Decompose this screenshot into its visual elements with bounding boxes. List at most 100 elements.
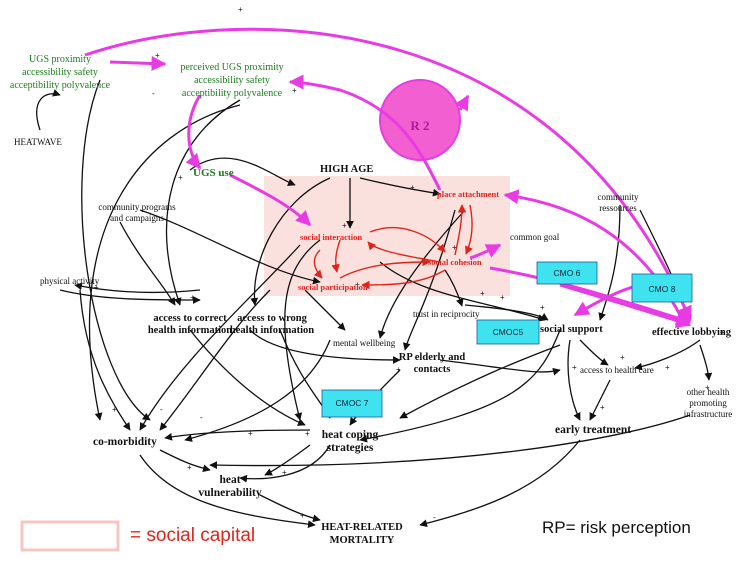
svg-text:+: + [620,353,625,362]
cmo5-box: CMOC5 [476,319,540,345]
svg-text:+: + [396,365,401,374]
svg-text:community: community [598,192,639,202]
svg-text:community programs: community programs [98,202,176,212]
black-links [36,79,713,529]
svg-text:+: + [720,328,725,337]
svg-text:+: + [355,280,360,289]
high-age-node: HIGH AGE [320,164,373,175]
polarity-signs: + + + - + + + + + + + + + + - - + + + + … [94,5,725,522]
cmo8-box: CMO 8 [631,273,693,303]
heat-mortality-node: HEAT-RELATED MORTALITY [321,522,403,546]
svg-text:heat coping: heat coping [322,429,379,441]
svg-text:accessibility safety: accessibility safety [22,67,98,78]
svg-text:+: + [480,289,485,298]
svg-text:MORTALITY: MORTALITY [330,535,395,546]
svg-text:CMOC 7: CMOC 7 [335,398,368,408]
svg-text:heat: heat [219,474,240,486]
svg-text:and campaigns: and campaigns [110,213,164,223]
svg-text:+: + [572,363,577,372]
svg-text:UGS proximity: UGS proximity [29,54,91,65]
mental-wellbeing-node: mental wellbeing [333,338,396,348]
social-cohesion-node: social cohesion [428,257,482,267]
svg-text:RP elderly and: RP elderly and [399,352,466,363]
svg-text:+: + [540,303,545,312]
svg-text:HEAT-RELATED: HEAT-RELATED [321,522,403,533]
early-treatment-node: early treatment [555,424,631,436]
ugs-use-node: UGS use [193,167,234,179]
svg-text:health information: health information [230,325,314,336]
community-ressources-node: community ressources [598,192,639,213]
effective-lobbying-node: effective lobbying [652,327,732,338]
cmo7-box: CMOC 7 [321,389,383,418]
magenta-links [84,27,692,328]
svg-text:promoting: promoting [689,398,727,408]
legend-rp-label: RP= risk perception [542,518,691,537]
access-wrong-node: access to wrong health information [230,313,314,336]
svg-text:+: + [705,383,710,392]
svg-text:health information: health information [148,325,232,336]
svg-text:+: + [238,5,243,14]
svg-text:+: + [342,221,347,230]
svg-text:accessibility safety: accessibility safety [194,75,270,86]
access-health-care-node: access to health care [580,365,654,375]
svg-text:+: + [600,403,605,412]
svg-text:+: + [112,405,117,414]
social-participation-node: social participation [298,282,368,292]
legend-social-capital-swatch [20,520,120,552]
trust-node: trust in reciprocity [413,309,480,319]
svg-text:perceived UGS proximity: perceived UGS proximity [180,62,283,73]
heatwave-node: HEATWAVE [14,137,62,147]
svg-text:other health: other health [687,387,730,397]
perceived-ugs-node: perceived UGS proximity accessibility sa… [180,62,283,99]
svg-text:contacts: contacts [414,364,451,375]
r2-loop-label: R 2 [410,118,429,133]
ugs-proximity-node: UGS proximity accessibility safety accep… [10,54,111,91]
svg-text:access to correct: access to correct [153,313,227,324]
svg-text:+: + [248,429,253,438]
cmo6-box: CMO 6 [536,261,598,285]
social-interaction-node: social interaction [300,232,362,242]
heat-coping-node: heat coping strategies [322,429,379,454]
physical-activity-node: physical activity [40,276,100,286]
svg-text:ressources: ressources [599,203,637,213]
svg-text:+: + [292,86,297,95]
other-health-node: other health promoting infrastructure [684,387,732,419]
svg-text:-: - [200,413,203,422]
community-programs-node: community programs and campaigns [98,202,176,223]
svg-text:CMO 6: CMO 6 [554,268,581,278]
svg-text:+: + [187,463,192,472]
svg-text:+: + [500,293,505,302]
svg-text:acceptibility polyvalence: acceptibility polyvalence [10,80,111,91]
svg-text:-: - [160,405,163,414]
svg-text:+: + [300,511,305,520]
svg-text:+: + [452,243,457,252]
co-morbidity-node: co-morbidity [93,436,157,448]
svg-text:CMO 8: CMO 8 [649,284,676,294]
rp-elderly-node: RP elderly and contacts [399,352,466,375]
place-attachment-node: place attachment [437,189,499,199]
svg-text:infrastructure: infrastructure [684,409,732,419]
svg-text:CMOC5: CMOC5 [493,327,524,337]
heat-vulnerability-node: heat vulnerability [198,474,262,499]
legend-social-capital-label: = social capital [130,525,256,546]
svg-text:+: + [94,283,99,292]
social-support-node: social support [540,324,603,335]
svg-text:+: + [410,183,415,192]
svg-text:-: - [433,513,436,522]
svg-text:+: + [305,429,310,438]
svg-text:+: + [665,363,670,372]
r2-loop-circle [379,79,461,161]
social-capital-region [264,176,510,296]
access-correct-node: access to correct health information [148,313,232,336]
red-links [313,204,473,290]
svg-text:-: - [152,89,155,98]
svg-text:+: + [178,173,183,182]
svg-text:strategies: strategies [327,442,374,454]
svg-text:acceptibility polyvalence: acceptibility polyvalence [182,88,283,99]
svg-text:+: + [282,468,287,477]
svg-text:+: + [155,51,160,60]
svg-text:access to wrong: access to wrong [237,313,308,324]
svg-text:vulnerability: vulnerability [198,487,262,499]
